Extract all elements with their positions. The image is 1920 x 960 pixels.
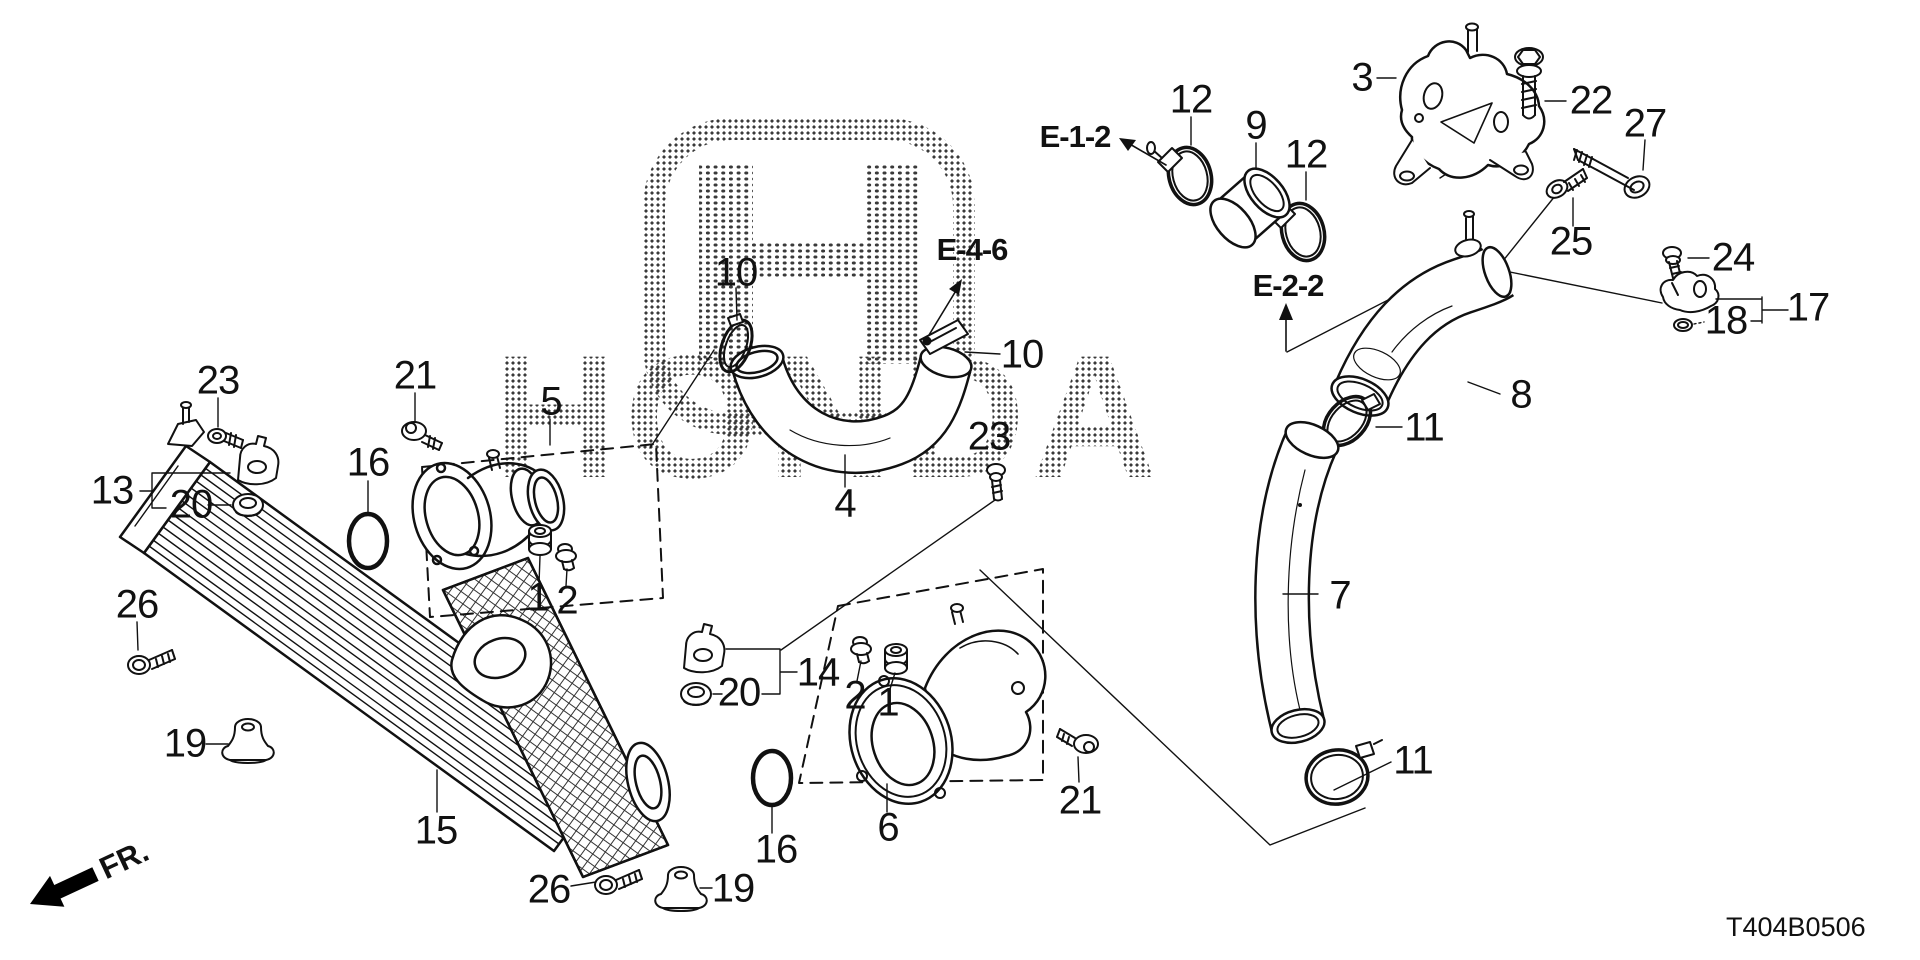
mount-bolt-2a [555,543,577,572]
part-label-22: 22 [1569,78,1613,123]
part-label-19b: 19 [711,866,755,911]
grommet-20b [680,682,712,706]
intercooler-end-tank [441,556,671,879]
part-label-12b: 12 [1284,132,1328,177]
part-label-5: 5 [540,379,562,424]
clamp-11b [1304,739,1383,806]
intercooler-inlet-hose-4 [729,344,973,475]
bolt-26-shape [127,649,176,675]
bracket-3 [1393,22,1546,186]
section-ref-arrows [928,138,1293,352]
screw-21b [1056,728,1099,754]
section-ref-e22: E-2-2 [1252,268,1325,303]
part-label-16b: 16 [754,827,798,872]
hose-band-clamp-12 [1146,141,1214,207]
part-label-17: 17 [1786,285,1830,330]
part-label-9: 9 [1245,103,1267,148]
bolt-26b [593,868,644,896]
bolt-23a [207,428,244,449]
part-label-11b: 11 [1393,738,1434,783]
part-label-2a: 2 [556,578,578,623]
section-ref-e12: E-1-2 [1039,119,1112,154]
hose-clip-10b [919,319,969,355]
part-label-10b: 10 [1000,332,1044,377]
o-ring-16b [753,751,791,805]
part-label-19a: 19 [163,721,207,766]
part-label-4: 4 [834,481,856,526]
part-label-7: 7 [1329,573,1351,618]
part-label-1a: 1 [527,575,549,620]
part-label-3: 3 [1351,55,1373,100]
sensor-o-ring-18 [1673,318,1693,332]
part-label-18: 18 [1704,298,1748,343]
part-label-23a: 23 [196,358,240,403]
leader-lines [136,77,1789,889]
bolt-25 [1545,168,1588,199]
part-label-13: 13 [90,468,134,513]
grommet-20-shape [232,493,264,517]
part-label-23b: 23 [967,414,1011,459]
bolt-23b [986,463,1006,502]
o-ring-16-shape [346,511,390,571]
turbo-inlet-elbow-5 [411,449,566,571]
bolt-22 [1514,47,1544,120]
honda-h-logo-watermark: H [597,100,1022,426]
part-label-10a: 10 [714,250,758,295]
part-label-16a: 16 [346,440,390,485]
part5-dashed-box [421,443,664,618]
damper-19-shape [221,718,275,764]
part-label-21a: 21 [393,353,437,398]
bracket-14 [683,623,726,674]
part-label-2b: 2 [844,673,866,718]
bolt-27 [1573,148,1651,199]
part-label-27: 27 [1623,101,1667,146]
mount-bolt-2b [850,636,872,665]
part-label-20a: 20 [169,482,213,527]
part-label-8: 8 [1510,372,1532,417]
part-label-14: 14 [796,650,840,695]
part-label-26a: 26 [115,582,159,627]
part-label-24: 24 [1711,235,1755,280]
honda-badge-watermark: H [643,100,975,435]
part-label-11a: 11 [1404,405,1445,450]
mount-rubber-1b [884,643,908,675]
hose-clamp-10a [718,313,754,374]
connecting-sleeve-9 [1209,167,1291,249]
part-label-12a: 12 [1169,77,1213,122]
leader-lines-long [649,121,1663,846]
map-sensor-17 [1659,270,1720,314]
part-label-26b: 26 [527,867,571,912]
part-label-15: 15 [414,808,458,853]
intercooler-pipe-7 [1254,420,1340,745]
intercooler-outlet-joint-6 [848,603,1047,806]
part-label-25: 25 [1549,219,1593,264]
fr-arrow-shaft [52,866,99,899]
part6-dashed-box [798,568,1044,784]
part-label-20b: 20 [717,670,761,715]
mount-rubber-1a [528,524,552,556]
part-label-1b: 1 [877,680,899,725]
damper-19b [653,865,709,913]
screw-21a [401,421,443,451]
section-ref-e46: E-4-6 [936,232,1009,267]
diagram-code: T404B0506 [1726,912,1866,942]
part-label-6: 6 [877,805,899,850]
bracket-13 [237,435,280,486]
part-label-21b: 21 [1058,778,1102,823]
